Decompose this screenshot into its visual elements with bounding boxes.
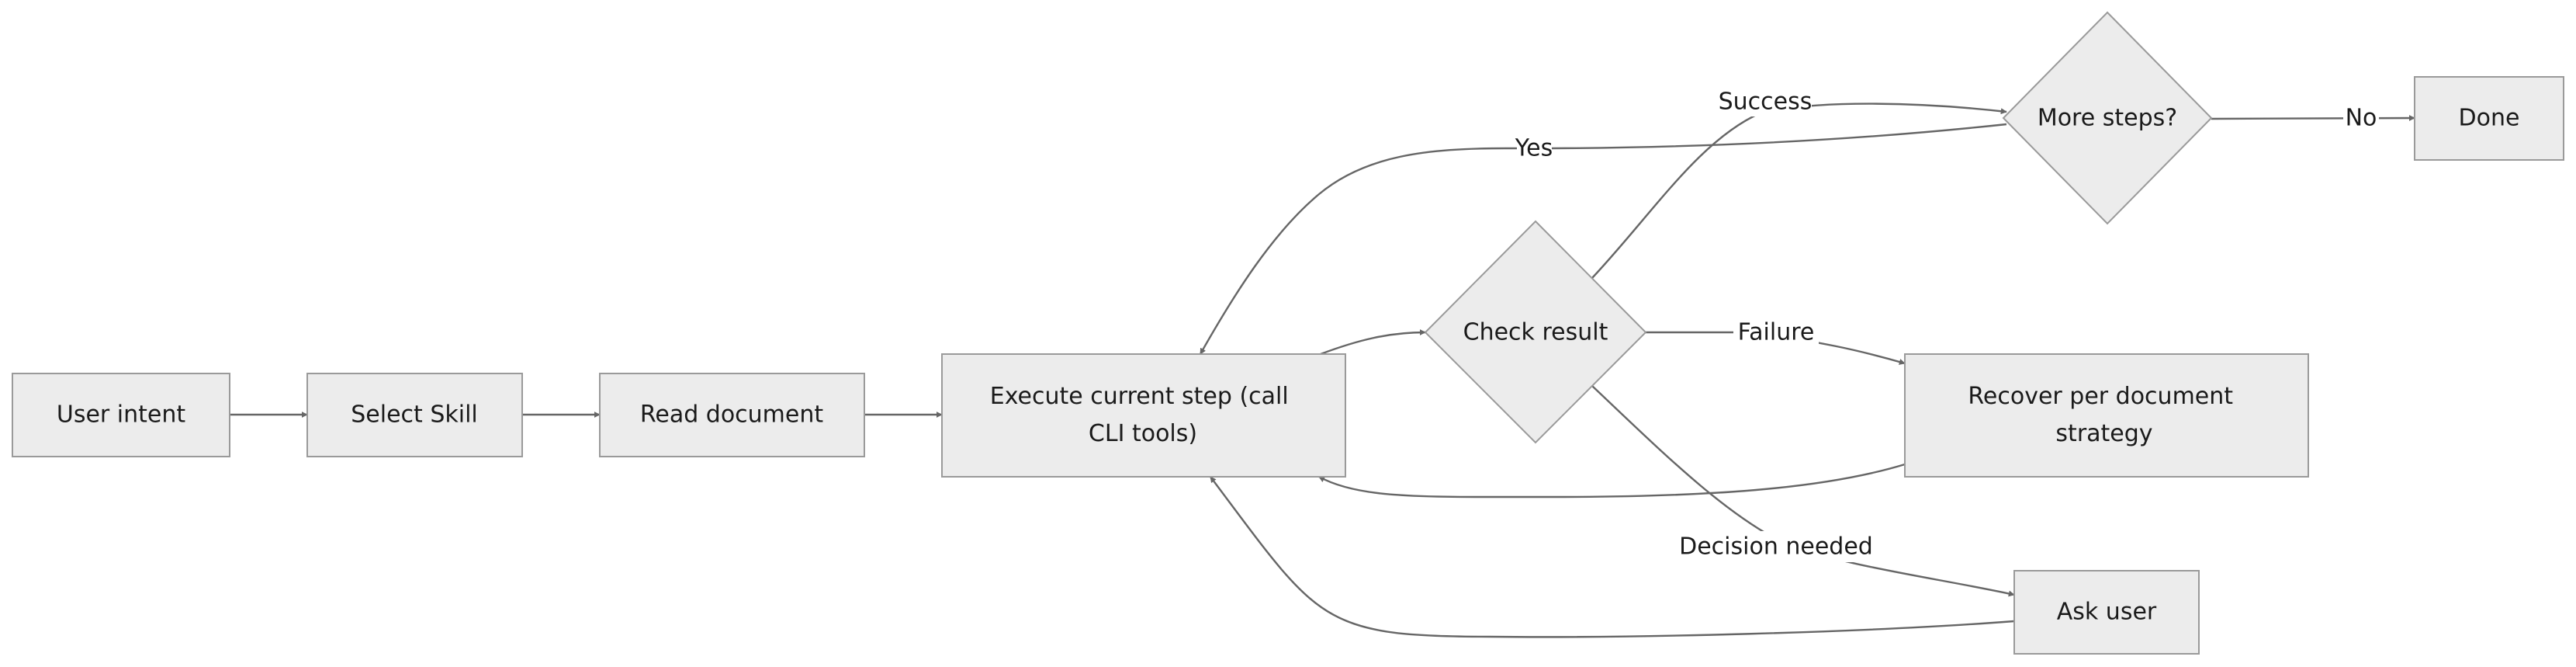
edge-label-decision-needed-text: Decision needed <box>1679 533 1873 561</box>
node-more-steps-label: More steps? <box>2038 105 2177 132</box>
node-ask-user: Ask user <box>2013 570 2200 655</box>
node-done-label: Done <box>2459 105 2520 132</box>
nodes: User intent Select Skill Read document E… <box>12 11 2564 655</box>
node-recover-box <box>1904 353 2309 478</box>
node-execute-step-label: Execute current step (call CLI tools) <box>990 383 1297 447</box>
edge-label-failure: Failure <box>1733 317 1819 348</box>
node-execute-step: Execute current step (call CLI tools) <box>941 353 1346 478</box>
edge-more-steps-to-execute-step <box>1199 123 2007 355</box>
edge-label-no-text: No <box>2346 105 2377 132</box>
edge-label-success-text: Success <box>1719 89 1813 116</box>
node-ask-user-box <box>2013 570 2200 655</box>
node-recover-label-line-2: strategy <box>2055 420 2152 447</box>
edge-label-success-bg <box>1719 85 1812 116</box>
edge-label-yes-bg <box>1517 132 1552 163</box>
node-execute-step-label-line-2: CLI tools) <box>1089 420 1197 447</box>
edge-label-failure-text: Failure <box>1738 319 1815 346</box>
node-recover: Recover per document strategy <box>1904 353 2309 478</box>
node-select-skill-box <box>306 373 523 457</box>
node-execute-step-box <box>941 353 1346 478</box>
edge-ask-user-to-execute-step <box>1210 476 2015 638</box>
node-more-steps-diamond <box>2002 11 2213 225</box>
node-more-steps: More steps? <box>2002 11 2213 225</box>
edge-label-success: Success <box>1719 85 1813 116</box>
edge-label-decision-needed: Decision needed <box>1679 531 1874 562</box>
node-user-intent-label: User intent <box>57 401 185 429</box>
node-read-document: Read document <box>599 373 865 457</box>
edge-labels: Yes Success No Failure Decision needed <box>1515 85 2379 562</box>
node-done-box <box>2414 76 2564 161</box>
node-recover-label-line-1: Recover per document <box>1968 383 2233 410</box>
edge-label-yes: Yes <box>1515 132 1553 163</box>
edge-more-steps-to-done <box>2211 115 2415 122</box>
node-user-intent-box <box>12 373 230 457</box>
node-check-result-diamond <box>1424 220 1647 444</box>
node-ask-user-label: Ask user <box>2057 599 2157 626</box>
edge-label-no-bg <box>2343 102 2379 134</box>
node-check-result: Check result <box>1424 220 1647 444</box>
edge-recover-to-execute-step <box>1318 463 1906 499</box>
node-execute-step-label-line-1: Execute current step (call <box>990 383 1289 410</box>
edge-label-failure-bg <box>1733 317 1819 348</box>
node-select-skill-label: Select Skill <box>351 401 478 429</box>
edge-label-yes-text: Yes <box>1515 135 1553 162</box>
node-done: Done <box>2414 76 2564 161</box>
node-read-document-label: Read document <box>640 401 824 429</box>
node-recover-label: Recover per document strategy <box>1968 383 2240 447</box>
node-check-result-label: Check result <box>1463 319 1608 346</box>
edge-label-no: No <box>2343 102 2379 134</box>
edge-execute-step-to-check-result <box>1320 329 1426 356</box>
edge-label-decision-needed-bg <box>1680 531 1874 562</box>
node-select-skill: Select Skill <box>306 373 523 457</box>
node-read-document-box <box>599 373 865 457</box>
node-user-intent: User intent <box>12 373 230 457</box>
